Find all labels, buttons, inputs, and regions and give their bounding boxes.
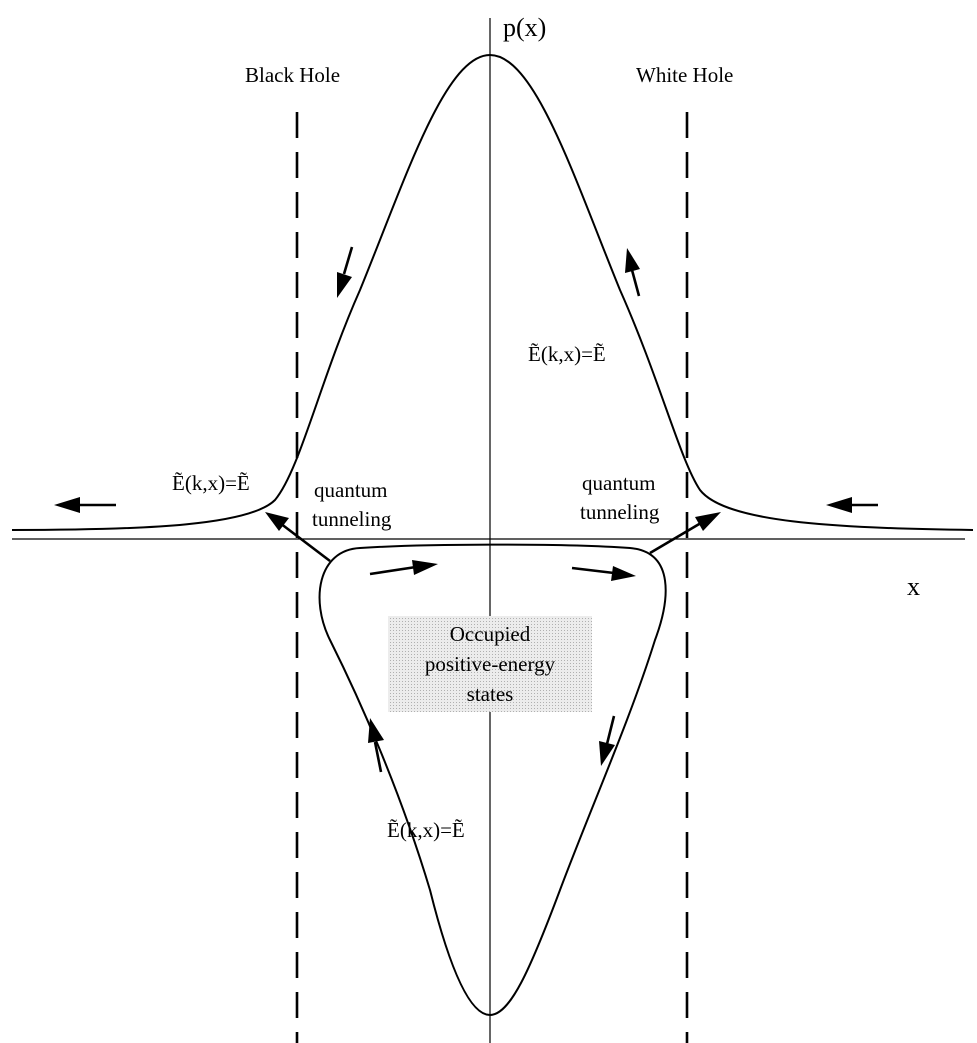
occupied-line1: Occupied	[450, 622, 531, 646]
tunneling-right-line1: quantum	[582, 471, 656, 495]
flow-arrow-upper-right	[625, 248, 641, 297]
flow-arrow-left-outer	[54, 497, 116, 513]
flow-arrow-upper-left	[337, 246, 354, 298]
flow-arrow-loop-top-right	[571, 566, 636, 581]
flow-arrow-loop-right	[599, 715, 616, 766]
black-hole-label: Black Hole	[245, 63, 340, 87]
curve-label-bottom: Ẽ(k,x)=Ẽ	[387, 818, 465, 842]
curve-label-left: Ẽ(k,x)=Ẽ	[172, 471, 250, 495]
x-axis-label: x	[907, 572, 920, 601]
tunneling-arrow-right	[649, 512, 721, 555]
occupied-line3: states	[467, 682, 514, 706]
white-hole-label: White Hole	[636, 63, 733, 87]
y-axis-label: p(x)	[503, 13, 546, 42]
tunneling-arrow-left	[265, 512, 331, 563]
tunneling-left-line2: tunneling	[312, 507, 392, 531]
upper-dispersion-curve	[11, 53, 974, 531]
tunneling-right-line2: tunneling	[580, 500, 660, 524]
flow-arrow-right-outer	[826, 497, 878, 513]
occupied-line2: positive-energy	[425, 652, 556, 676]
occupied-states-box	[388, 616, 592, 712]
lower-closed-orbit	[318, 543, 667, 1017]
curve-label-right: Ẽ(k,x)=Ẽ	[528, 342, 606, 366]
flow-arrow-loop-top-left	[369, 560, 438, 576]
flow-arrow-loop-left	[368, 718, 384, 773]
tunneling-left-line1: quantum	[314, 478, 388, 502]
